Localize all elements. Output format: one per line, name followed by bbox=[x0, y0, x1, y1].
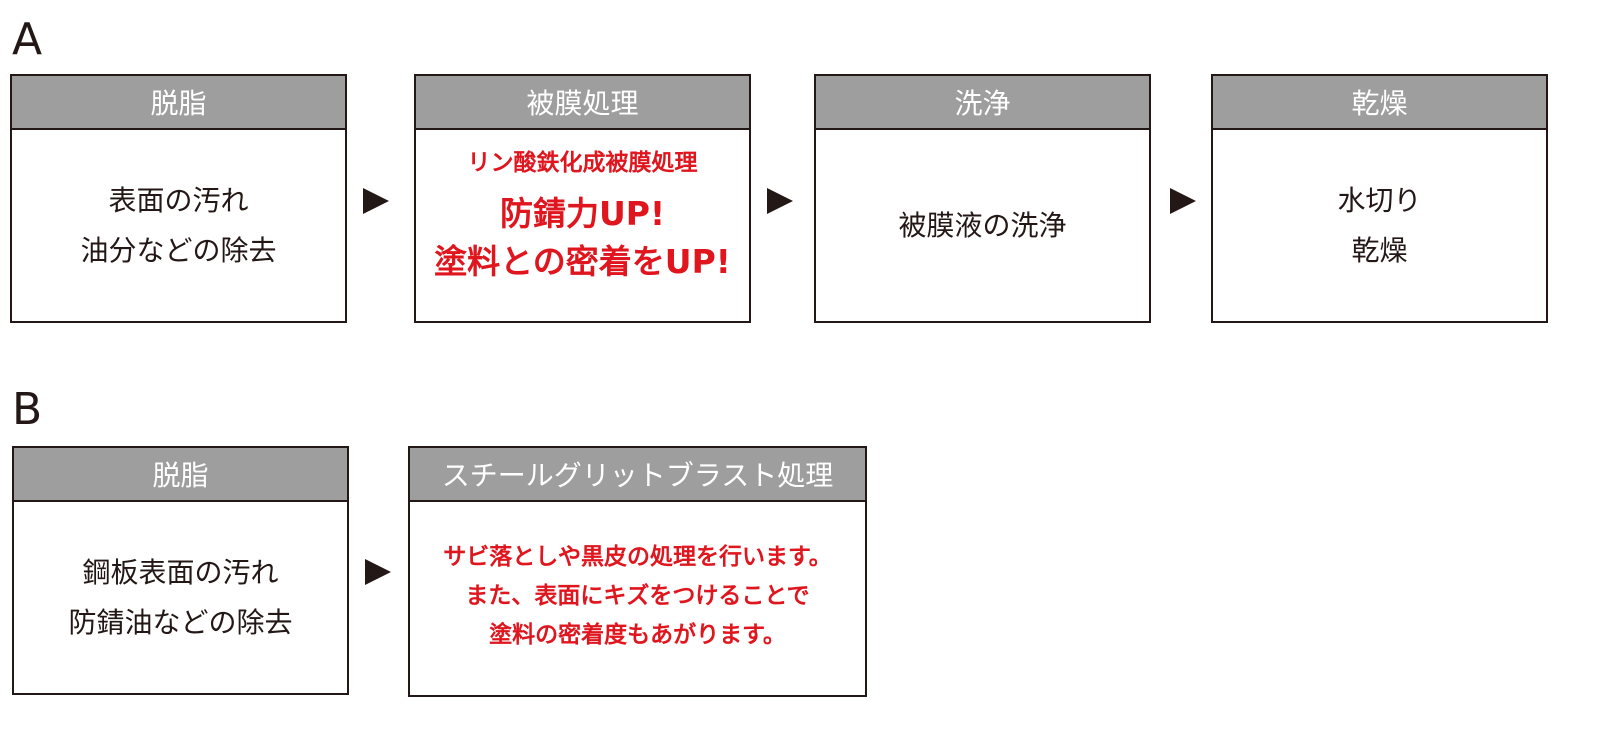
step-b2-header: スチールグリットブラスト処理 bbox=[410, 448, 865, 502]
step-b2-line-1: サビ落としや黒皮の処理を行います。 bbox=[443, 544, 832, 570]
flow-arrow-icon bbox=[365, 559, 391, 585]
flow-arrow-icon bbox=[1170, 188, 1196, 214]
step-a1-degreasing: 脱脂 表面の汚れ 油分などの除去 bbox=[10, 74, 347, 323]
step-b1-line-2: 防錆油などの除去 bbox=[68, 605, 293, 639]
step-b1-degreasing: 脱脂 鋼板表面の汚れ 防錆油などの除去 bbox=[12, 446, 349, 695]
step-a2-subtitle: リン酸鉄化成被膜処理 bbox=[467, 150, 698, 176]
step-a2-body: リン酸鉄化成被膜処理 防錆力UP! 塗料との密着をUP! bbox=[416, 130, 749, 321]
step-a2-header: 被膜処理 bbox=[416, 76, 749, 130]
step-b2-line-2: また、表面にキズをつけることで bbox=[465, 583, 810, 609]
step-a4-body: 水切り 乾燥 bbox=[1213, 130, 1546, 321]
step-a4-drying: 乾燥 水切り 乾燥 bbox=[1211, 74, 1548, 323]
step-a1-header: 脱脂 bbox=[12, 76, 345, 130]
step-a2-highlight-2: 塗料との密着をUP! bbox=[434, 242, 731, 281]
step-a4-header: 乾燥 bbox=[1213, 76, 1546, 130]
step-b2-line-3: 塗料の密着度もあがります。 bbox=[489, 622, 786, 648]
step-a3-header: 洗浄 bbox=[816, 76, 1149, 130]
step-a2-highlight-1: 防錆力UP! bbox=[499, 194, 666, 233]
step-b2-grit-blast: スチールグリットブラスト処理 サビ落としや黒皮の処理を行います。 また、表面にキ… bbox=[408, 446, 867, 697]
step-a3-body: 被膜液の洗浄 bbox=[816, 130, 1149, 321]
flow-arrow-icon bbox=[767, 188, 793, 214]
step-a1-line-2: 油分などの除去 bbox=[80, 233, 277, 267]
step-a3-line-1: 被膜液の洗浄 bbox=[898, 208, 1067, 242]
step-b1-header: 脱脂 bbox=[14, 448, 347, 502]
section-b-label: B bbox=[12, 384, 43, 435]
step-a1-line-1: 表面の汚れ bbox=[108, 183, 249, 217]
flow-arrow-icon bbox=[363, 188, 389, 214]
step-a2-coating: 被膜処理 リン酸鉄化成被膜処理 防錆力UP! 塗料との密着をUP! bbox=[414, 74, 751, 323]
step-b1-line-1: 鋼板表面の汚れ bbox=[82, 555, 279, 589]
step-b1-body: 鋼板表面の汚れ 防錆油などの除去 bbox=[14, 502, 347, 693]
step-a3-rinse: 洗浄 被膜液の洗浄 bbox=[814, 74, 1151, 323]
step-b2-body: サビ落としや黒皮の処理を行います。 また、表面にキズをつけることで 塗料の密着度… bbox=[410, 502, 865, 695]
section-a-label: A bbox=[12, 14, 43, 65]
step-a4-line-2: 乾燥 bbox=[1351, 233, 1408, 267]
step-a1-body: 表面の汚れ 油分などの除去 bbox=[12, 130, 345, 321]
step-a4-line-1: 水切り bbox=[1337, 183, 1422, 217]
